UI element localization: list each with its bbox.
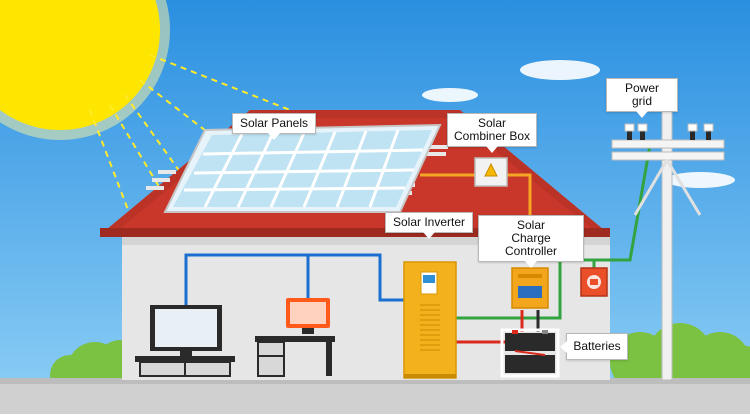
label-charge-controller-line1: Solar <box>516 218 545 232</box>
solar-inverter <box>403 261 457 379</box>
wall-shadow <box>122 235 610 245</box>
callout-power-grid: Power grid <box>606 78 678 118</box>
label-combiner-box-line2: Combiner Box <box>453 129 531 143</box>
ground-edge <box>0 378 750 384</box>
callout-solar-inverter: Solar Inverter <box>385 212 473 239</box>
clouds <box>422 60 735 188</box>
ground <box>0 382 750 414</box>
callout-combiner-box: Solar Combiner Box <box>447 113 537 153</box>
television <box>135 305 235 377</box>
label-solar-inverter: Solar Inverter <box>392 215 466 229</box>
callout-charge-controller: Solar Charge Controller <box>478 215 584 268</box>
battery-wire <box>455 310 540 344</box>
charge-controller <box>511 267 549 309</box>
warning-icon <box>484 162 498 177</box>
ac-wire <box>184 253 405 310</box>
utility-pole <box>611 109 725 381</box>
solar-panels <box>163 123 442 213</box>
label-power-grid-line1: Power <box>624 81 659 95</box>
roof-eave <box>100 228 610 237</box>
sun-icon <box>0 0 170 140</box>
label-solar-panels: Solar Panels <box>239 116 309 130</box>
combiner-box <box>474 157 508 187</box>
label-combiner-box-line1: Solar <box>477 116 506 130</box>
grid-meter <box>580 267 608 297</box>
label-power-grid-line2: grid <box>631 94 652 108</box>
batteries <box>500 328 560 378</box>
callout-batteries: Batteries <box>560 333 628 360</box>
label-charge-controller-line2: Charge Controller <box>504 231 558 258</box>
label-batteries: Batteries <box>573 339 621 353</box>
callout-solar-panels: Solar Panels <box>232 113 316 140</box>
desk-computer <box>255 298 335 377</box>
